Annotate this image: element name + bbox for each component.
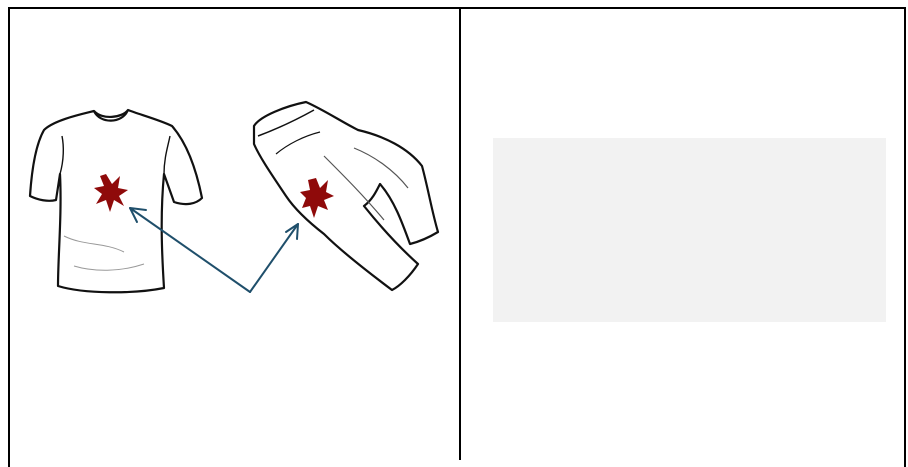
jeans-icon xyxy=(254,102,438,290)
placeholder-panel xyxy=(493,138,886,322)
clothing-illustration xyxy=(24,96,444,306)
column-divider xyxy=(459,7,461,460)
